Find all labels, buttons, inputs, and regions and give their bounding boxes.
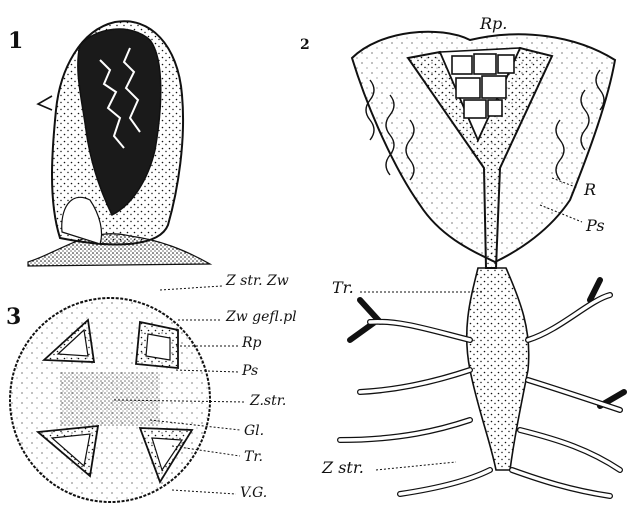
fig2-label-r: R — [584, 182, 596, 198]
fig2-label-rp: Rp. — [480, 16, 507, 32]
fig3-chamber-top-right — [136, 322, 178, 368]
fig1-left-spur — [38, 96, 52, 110]
figure-1-number: 1 — [8, 30, 23, 52]
fig3-label-gl: Gl. — [244, 424, 264, 438]
figure-3-drawing — [10, 286, 246, 502]
fig3-label-zstr-zw: Z str. Zw — [226, 274, 289, 288]
figure-1-drawing — [28, 21, 210, 266]
fig2-label-tr: Tr. — [332, 280, 354, 296]
fig2-stalk — [467, 268, 529, 470]
fig3-label-tr: Tr. — [244, 450, 263, 464]
figure-2-number: 2 — [300, 38, 310, 52]
fig3-label-ps: Ps — [242, 364, 258, 378]
fig3-label-zstr: Z.str. — [250, 394, 286, 408]
figure-2-drawing — [340, 32, 624, 496]
fig3-label-vg: V.G. — [240, 486, 267, 500]
fig3-label-zw-gefl: Zw gefl.pl — [226, 310, 297, 324]
figure-3-number: 3 — [6, 306, 21, 328]
fig3-label-rp: Rp — [242, 336, 262, 350]
fig2-label-ps: Ps — [586, 218, 605, 234]
fig2-label-zstr: Z str. — [322, 460, 364, 476]
